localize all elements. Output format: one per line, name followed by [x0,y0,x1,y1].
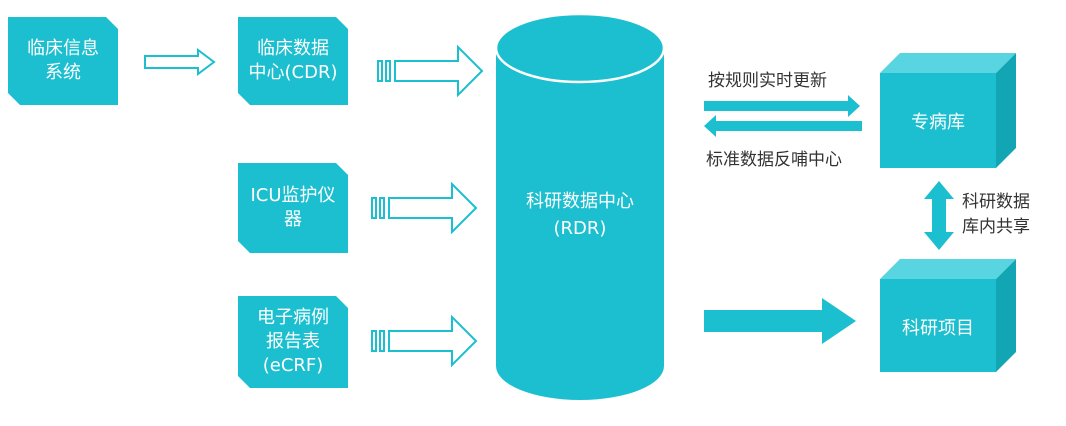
arrow-rdr-to-project [704,298,856,344]
registry-label: 专病库 [911,112,965,133]
ecrf-label-line2: 报告表 [266,330,320,352]
cdr-label-line2: 中心(CDR) [248,62,338,83]
icu-label-line2: 器 [284,209,302,230]
shared-label-line1: 科研数据 [962,192,1030,212]
icu-label-line1: ICU监护仪 [250,184,336,206]
arrow-ecrf-to-rdr [371,314,478,368]
rdr-label-line1: 科研数据中心 [526,191,634,212]
source-cdr-box: 临床数据 中心(CDR) [238,17,348,105]
arrow-cdr-to-rdr [377,44,484,98]
rdr-label: 科研数据中心 (RDR) [496,188,664,242]
rdr-label-line2: (RDR) [553,218,607,239]
project-cube [880,259,1016,372]
arrow-his-to-cdr [144,48,216,76]
arrow-icu-to-rdr [371,181,478,235]
shared-label: 科研数据 库内共享 [962,190,1030,239]
arrow-feedback [704,115,862,137]
registry-cube [880,53,1016,168]
source-icu-box: ICU监护仪 器 [238,163,348,253]
project-label: 科研项目 [902,318,974,339]
feedback-label: 标准数据反哺中心 [706,150,842,170]
ecrf-label-line3: (eCRF) [262,355,324,377]
source-his-box: 临床信息 系统 [8,17,118,105]
rdr-cylinder [494,12,666,400]
his-label-line2: 系统 [45,62,81,83]
source-ecrf-box: 电子病例 报告表 (eCRF) [238,296,348,388]
cdr-label-line1: 临床数据 [256,37,329,59]
his-label-line1: 临床信息 [27,37,99,59]
shared-label-line2: 库内共享 [962,216,1030,237]
arrow-realtime-update [704,95,860,117]
ecrf-label-line1: 电子病例 [257,306,329,328]
realtime-update-label: 按规则实时更新 [708,71,827,91]
arrow-shared-bidirectional [924,181,954,250]
